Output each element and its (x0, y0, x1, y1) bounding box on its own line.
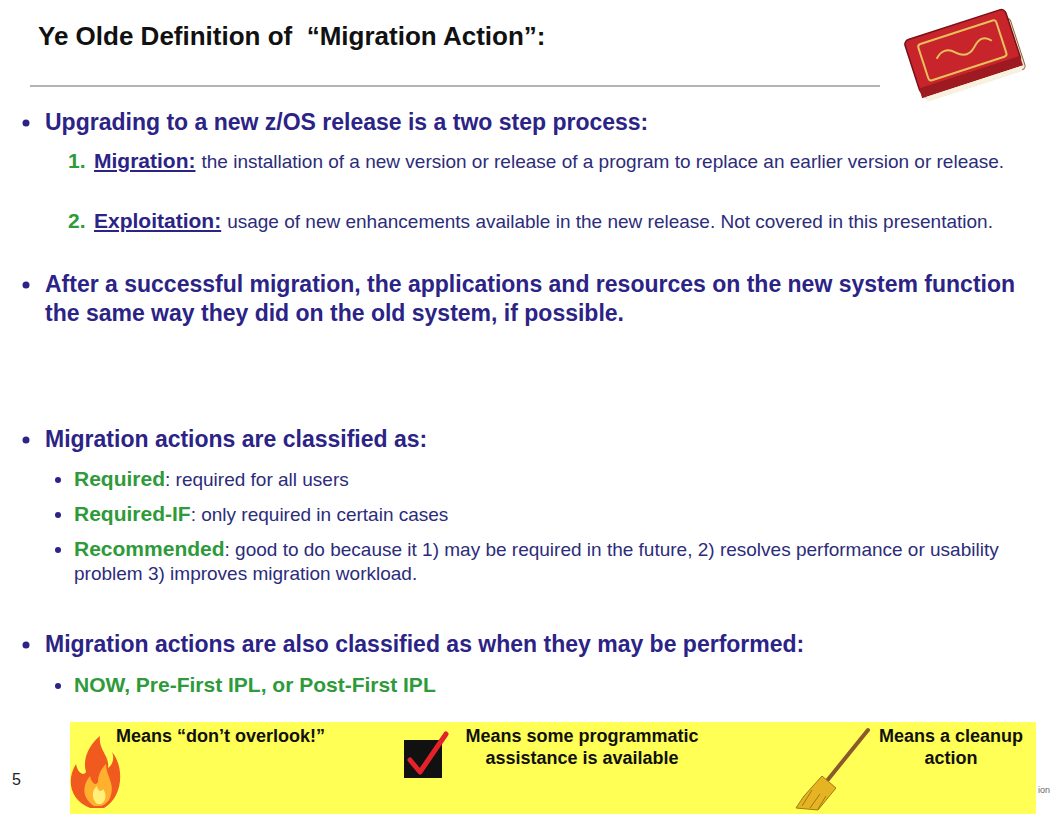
text-line: 5 (12, 770, 42, 790)
text-line: Migration: the installation of a new vers… (94, 148, 1044, 174)
bullet-dot (55, 512, 61, 518)
bullet-heading: After a successful migration, the applic… (45, 271, 1015, 326)
bullet-heading: Migration actions are also classified as… (45, 631, 804, 657)
legend-band (70, 722, 1036, 814)
class-term: Required (74, 467, 165, 490)
step-number: 2. (68, 208, 86, 234)
fire-icon (71, 736, 120, 808)
text-line: Migration actions are also classified as… (45, 630, 1035, 659)
legend-text: Means some programmatic assistance is av… (452, 726, 712, 769)
dictionary-icon (904, 8, 1027, 103)
legend-text: Means a cleanup action (876, 726, 1026, 769)
text-line: Required: required for all users (74, 466, 1034, 492)
step-term: Exploitation: (94, 209, 221, 232)
class-term: Required-IF (74, 502, 191, 525)
bullet-dot (23, 642, 30, 649)
bullet-layer (23, 120, 62, 690)
bullet-heading: Upgrading to a new z/OS release is a two… (45, 109, 648, 135)
bullet-dot (55, 477, 61, 483)
timing-list: NOW, Pre-First IPL, or Post-First IPL (74, 673, 436, 696)
step-description: the installation of a new version or rel… (201, 151, 1004, 172)
page-number: 5 (12, 771, 21, 788)
bullet-dot (55, 683, 61, 689)
bullet-dot (55, 547, 61, 553)
text-line: ion (1038, 778, 1060, 798)
text-line: Exploitation: usage of new enhancements a… (94, 208, 1044, 234)
legend-text: Means “don’t overlook!” (116, 726, 386, 748)
class-term: Recommended (74, 537, 225, 560)
step-term: Migration: (94, 149, 195, 172)
step-number: 1. (68, 148, 86, 174)
copyright-fragment: ion (1038, 785, 1050, 795)
broom-icon (796, 730, 868, 810)
programmatic-assistance-icon (404, 734, 446, 778)
text-line: Recommended: good to do because it 1) ma… (74, 536, 1034, 586)
class-description: : required for all users (165, 469, 349, 490)
bullet-dot (23, 437, 30, 444)
text-line: Migration actions are classified as: (45, 425, 1035, 454)
step-description: usage of new enhancements available in t… (227, 211, 993, 232)
text-line: Upgrading to a new z/OS release is a two… (45, 108, 1035, 137)
class-description: : only required in certain cases (191, 504, 449, 525)
title-rule (30, 85, 880, 87)
text-line: Required-IF: only required in certain ca… (74, 501, 1034, 527)
bullet-heading: Migration actions are classified as: (45, 426, 427, 452)
bullet-dot (23, 120, 30, 127)
slide-title: Ye Olde Definition of “Migration Action”… (38, 20, 545, 53)
text-line: After a successful migration, the applic… (45, 270, 1035, 328)
text-line: NOW, Pre-First IPL, or Post-First IPL (74, 672, 1034, 698)
bullet-dot (23, 282, 30, 289)
